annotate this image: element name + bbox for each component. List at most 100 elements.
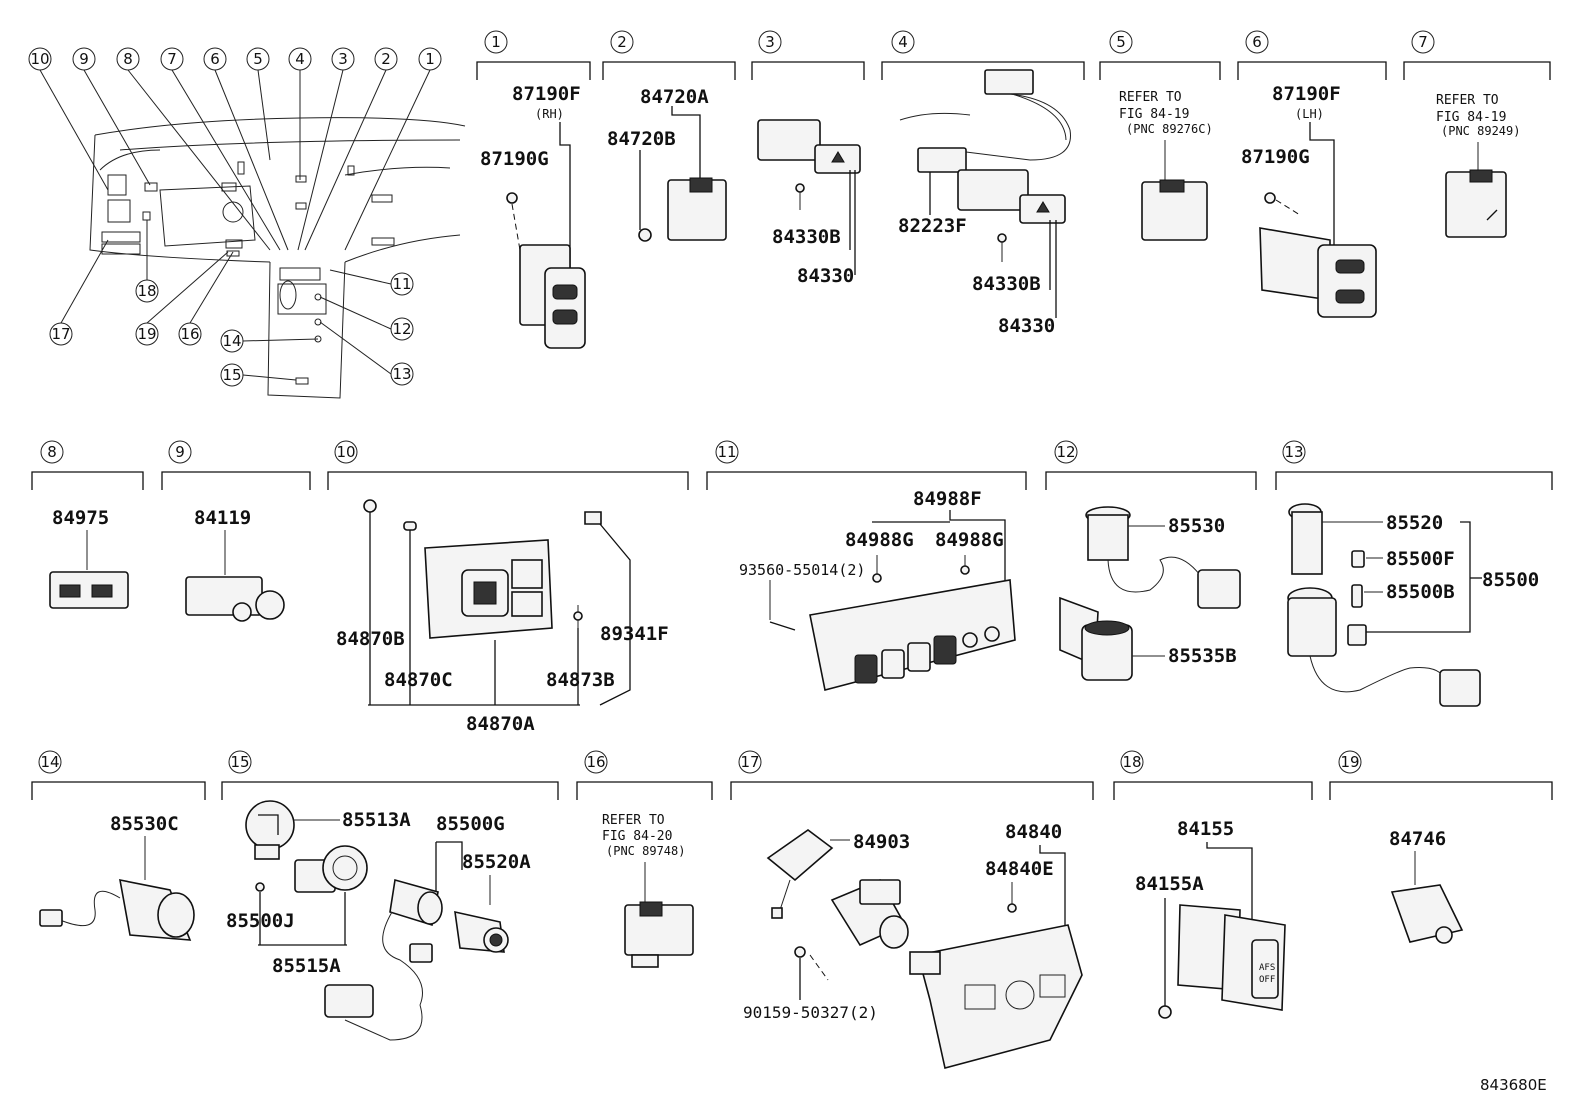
section-16: 16 REFER TO FIG 84-20 (PNC 89748) [576, 750, 713, 968]
svg-text:8: 8 [123, 50, 133, 68]
section-11: 11 84988F 84988G 84988G 93560-55014(2) [706, 440, 1027, 691]
svg-text:16: 16 [180, 325, 199, 343]
label-85500G: 85500G [436, 813, 505, 835]
section-callout-1[interactable]: 1 [484, 30, 508, 54]
section-callout-6[interactable]: 6 [1245, 30, 1269, 54]
label-85520A: 85520A [462, 851, 531, 873]
label-84988G-a: 84988G [845, 529, 914, 551]
label-84873B: 84873B [546, 669, 615, 691]
svg-text:14: 14 [222, 332, 241, 350]
label-84720A: 84720A [640, 86, 709, 108]
label-84840: 84840 [1005, 821, 1062, 843]
console-84840 [917, 924, 1083, 1069]
label-90159-50327: 90159-50327(2) [743, 1003, 878, 1022]
label-lh: (LH) [1295, 107, 1324, 121]
svg-text:4: 4 [898, 33, 908, 51]
label-85515A: 85515A [272, 955, 341, 977]
section-callout-9[interactable]: 9 [168, 440, 192, 464]
label-87190G: 87190G [480, 148, 549, 170]
refer16-line1: REFER TO [602, 813, 665, 828]
section-callout-10[interactable]: 10 [334, 440, 358, 464]
svg-text:2: 2 [617, 33, 627, 51]
overview-callout-12[interactable]: 12 [390, 317, 414, 341]
label-rh: (RH) [535, 107, 564, 121]
label-84988G-b: 84988G [935, 529, 1004, 551]
overview-callout-8[interactable]: 8 [116, 47, 140, 71]
overview-callout-11[interactable]: 11 [390, 272, 414, 296]
overview-callout-3[interactable]: 3 [331, 47, 355, 71]
section-callout-4[interactable]: 4 [891, 30, 915, 54]
overview-callout-1[interactable]: 1 [418, 47, 442, 71]
overview-callout-4[interactable]: 4 [288, 47, 312, 71]
section-callout-2[interactable]: 2 [610, 30, 634, 54]
overview-callout-19[interactable]: 19 [135, 322, 159, 346]
afs-off-button[interactable] [1251, 939, 1279, 999]
overview-callout-2[interactable]: 2 [374, 47, 398, 71]
label-84746: 84746 [1389, 828, 1446, 850]
label-84330: 84330 [797, 265, 854, 287]
section-callout-11[interactable]: 11 [715, 440, 739, 464]
section-callout-16[interactable]: 16 [584, 750, 608, 774]
section-callout-3[interactable]: 3 [758, 30, 782, 54]
bracket-84903 [766, 829, 834, 882]
svg-text:16: 16 [586, 753, 605, 771]
section-callout-13[interactable]: 13 [1282, 440, 1306, 464]
section-14: 14 85530C [31, 750, 206, 941]
label-85500B: 85500B [1386, 581, 1455, 603]
label-84870C: 84870C [384, 669, 453, 691]
label-84330-b: 84330 [998, 315, 1055, 337]
label-84975: 84975 [52, 507, 109, 529]
svg-text:15: 15 [230, 753, 249, 771]
svg-text:4: 4 [295, 50, 305, 68]
label-84155: 84155 [1177, 818, 1234, 840]
svg-text:3: 3 [765, 33, 775, 51]
overview-callout-6[interactable]: 6 [203, 47, 227, 71]
section-callout-15[interactable]: 15 [228, 750, 252, 774]
section-13: 13 85520 85500F 85500B 85500 [1275, 440, 1553, 707]
svg-text:11: 11 [717, 443, 736, 461]
section-1: 1 87190F (RH) 87190G [476, 30, 591, 349]
overview-callout-17[interactable]: 17 [49, 322, 73, 346]
label-85530C: 85530C [110, 813, 179, 835]
overview-callout-9[interactable]: 9 [72, 47, 96, 71]
svg-text:14: 14 [40, 753, 59, 771]
svg-text:1: 1 [425, 50, 435, 68]
svg-text:1: 1 [491, 33, 501, 51]
svg-text:12: 12 [392, 320, 411, 338]
svg-text:15: 15 [222, 366, 241, 384]
overview-callout-5[interactable]: 5 [246, 47, 270, 71]
overview-callout-18[interactable]: 18 [135, 279, 159, 303]
svg-text:7: 7 [167, 50, 177, 68]
section-callout-18[interactable]: 18 [1120, 750, 1144, 774]
refer5-line1: REFER TO [1119, 90, 1182, 105]
overview-callout-7[interactable]: 7 [160, 47, 184, 71]
hazard-switch-b [957, 169, 1029, 211]
svg-text:3: 3 [338, 50, 348, 68]
socket-85500 [1287, 597, 1337, 657]
section-callout-19[interactable]: 19 [1338, 750, 1362, 774]
overview-callout-13[interactable]: 13 [390, 362, 414, 386]
svg-text:13: 13 [1284, 443, 1303, 461]
section-callout-7[interactable]: 7 [1411, 30, 1435, 54]
overview-callout-10[interactable]: 10 [28, 47, 52, 71]
overview-callout-16[interactable]: 16 [178, 322, 202, 346]
section-callout-8[interactable]: 8 [40, 440, 64, 464]
svg-text:11: 11 [392, 275, 411, 293]
section-callout-12[interactable]: 12 [1054, 440, 1078, 464]
svg-text:10: 10 [30, 50, 49, 68]
svg-text:10: 10 [336, 443, 355, 461]
overview-callout-14[interactable]: 14 [220, 329, 244, 353]
section-callout-5[interactable]: 5 [1109, 30, 1133, 54]
section-12: 12 85530 85535B [1045, 440, 1257, 681]
label-84330B-b: 84330B [972, 273, 1041, 295]
label-85513A: 85513A [342, 809, 411, 831]
svg-text:2: 2 [381, 50, 391, 68]
part-84975 [49, 571, 129, 609]
refer5-line3: (PNC 89276C) [1126, 122, 1213, 136]
section-callout-17[interactable]: 17 [738, 750, 762, 774]
svg-text:17: 17 [51, 325, 70, 343]
overview-callout-15[interactable]: 15 [220, 363, 244, 387]
mirror-switch-lh [1317, 244, 1377, 318]
label-84988F: 84988F [913, 488, 982, 510]
section-callout-14[interactable]: 14 [38, 750, 62, 774]
